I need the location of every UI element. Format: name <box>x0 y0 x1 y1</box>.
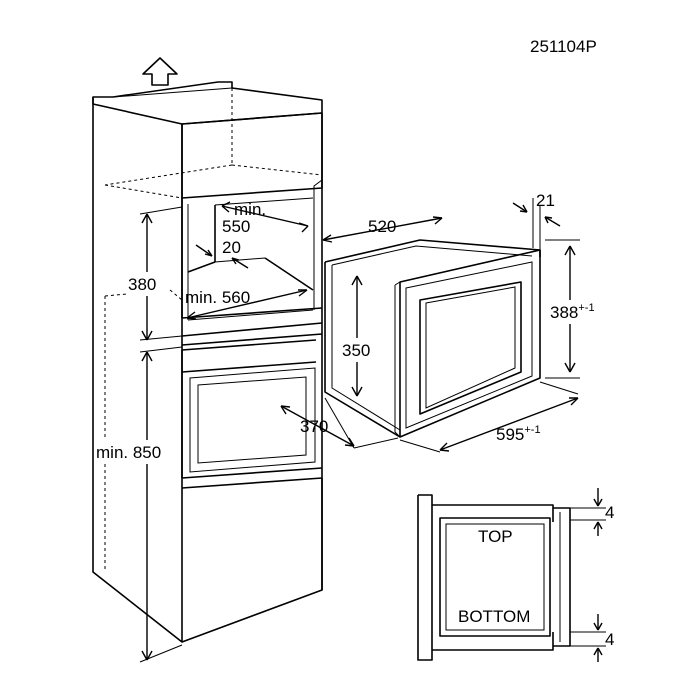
dim-front-depth: 370 <box>280 397 399 449</box>
dim-niche-width: min. 560 <box>185 288 308 320</box>
label-frame-depth: 21 <box>536 191 555 210</box>
label-frame-height: 388+-1 <box>550 302 595 322</box>
dim-frame-depth: 21 <box>512 191 561 250</box>
side-section: TOP BOTTOM <box>417 494 571 661</box>
label-gap-bottom: 4 <box>605 630 614 649</box>
dim-niche-height: 380 <box>126 206 183 341</box>
oven-unit <box>324 239 541 438</box>
label-front-depth: 370 <box>300 417 328 436</box>
dim-gap-bottom: 4 <box>570 614 614 662</box>
dim-oven-body-height: 350 <box>340 275 380 397</box>
product-code: 251104P <box>530 37 597 56</box>
dim-floor-height: min. 850 <box>94 346 183 663</box>
label-depth-min: min. <box>234 200 266 219</box>
dim-gap-top: 4 <box>570 488 614 536</box>
label-depth-val: 550 <box>222 217 250 236</box>
label-top: TOP <box>478 527 513 546</box>
tall-cabinet <box>92 81 323 643</box>
dim-niche-depth: min. 550 <box>221 200 309 236</box>
label-width-min: min. 560 <box>185 288 250 307</box>
label-height-floor: min. 850 <box>96 443 161 462</box>
dim-frame-width: 595+-1 <box>399 381 579 453</box>
dim-gap-20: 20 <box>195 238 249 269</box>
label-oven-width: 520 <box>368 217 396 236</box>
up-arrow-icon <box>142 57 178 86</box>
label-frame-width: 595+-1 <box>496 424 541 444</box>
label-oven-body-height: 350 <box>342 341 370 360</box>
dim-oven-width: 520 <box>322 216 443 243</box>
label-gap-top: 4 <box>605 503 614 522</box>
label-bottom: BOTTOM <box>458 607 530 626</box>
dim-frame-height: 388+-1 <box>545 239 608 379</box>
label-gap: 20 <box>222 238 241 257</box>
label-height-niche: 380 <box>128 275 156 294</box>
